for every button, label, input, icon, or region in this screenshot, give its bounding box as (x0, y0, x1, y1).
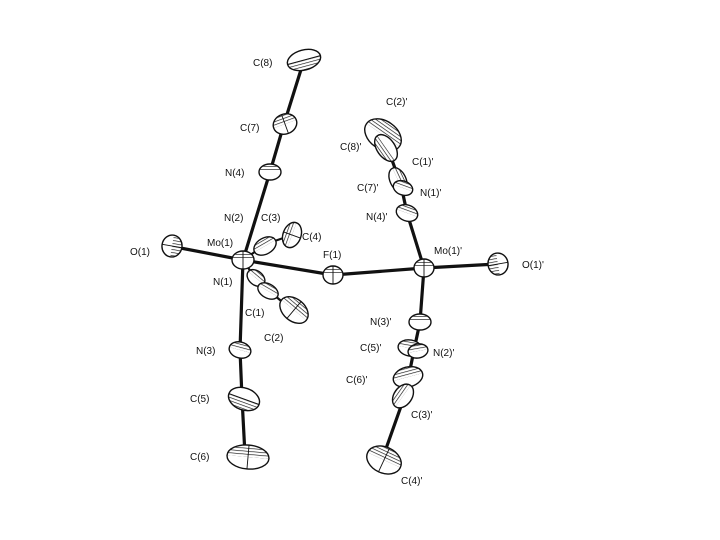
bond-f1-mo1p (331, 266, 426, 277)
label-mo1p: Mo(1)' (434, 246, 462, 257)
label-mo1: Mo(1) (207, 238, 233, 249)
atom-ellipsoid-c6 (226, 444, 270, 470)
atom-ellipsoid-c6p (392, 365, 424, 389)
atom-ellipsoid-n4 (258, 163, 282, 181)
atom-ellipsoid-n4p (395, 203, 419, 223)
label-c1: C(1) (245, 308, 264, 319)
atom-ellipsoid-mo1p (413, 258, 435, 278)
label-n1p: N(1)' (420, 188, 441, 199)
label-n3p: N(3)' (370, 317, 391, 328)
atom-ellipsoid-c3 (253, 236, 277, 256)
atom-ellipsoid-f1 (322, 265, 344, 285)
atom-ellipsoid-c1 (257, 282, 279, 300)
atom-ellipsoid-n2p (407, 343, 429, 359)
atom-ellipsoid-c4p (366, 445, 402, 475)
label-c7: C(7) (240, 123, 259, 134)
atom-ellipsoid-c3p (391, 383, 415, 409)
label-c7p: C(7)' (357, 183, 378, 194)
bond-mo1p-o1p (422, 262, 499, 270)
label-c5p: C(5)' (360, 343, 381, 354)
atom-ellipsoid-c7 (272, 113, 298, 135)
label-c4: C(4) (302, 232, 321, 243)
bond-mo1-n3 (238, 258, 245, 352)
label-c2p: C(2)' (386, 97, 407, 108)
label-n3: N(3) (196, 346, 215, 357)
label-n4p: N(4)' (366, 212, 387, 223)
label-n4: N(4) (225, 168, 244, 179)
label-c1p: C(1)' (412, 157, 433, 168)
label-c5: C(5) (190, 394, 209, 405)
atom-ellipsoid-n3p (408, 313, 432, 331)
label-n2: N(2) (224, 213, 243, 224)
atoms (161, 48, 509, 475)
atom-ellipsoid-c5 (227, 386, 261, 412)
atom-ellipsoid-o1p (487, 252, 509, 276)
atom-ellipsoid-c2 (279, 296, 309, 324)
atom-ellipsoid-n1p (392, 179, 414, 197)
label-c3: C(3) (261, 213, 280, 224)
label-c8p: C(8)' (340, 142, 361, 153)
label-f1: F(1) (323, 250, 341, 261)
bond-mo1-n2 (241, 170, 272, 262)
label-c3p: C(3)' (411, 410, 432, 421)
label-c8: C(8) (253, 58, 272, 69)
label-c4p: C(4)' (401, 476, 422, 487)
atom-ellipsoid-c8p (373, 133, 399, 163)
atom-ellipsoid-mo1 (231, 250, 255, 270)
label-c6p: C(6)' (346, 375, 367, 386)
label-n1: N(1) (213, 277, 232, 288)
label-o1: O(1) (130, 247, 150, 258)
atom-ellipsoid-c4 (281, 221, 303, 249)
atom-labels: C(8) C(7) N(4) N(2) C(3) C(4) Mo(1) O(1)… (130, 58, 544, 487)
atom-ellipsoid-o1 (161, 234, 183, 258)
label-c2: C(2) (264, 333, 283, 344)
label-o1p: O(1)' (522, 260, 544, 271)
atom-ellipsoid-n3 (228, 341, 252, 359)
label-n2p: N(2)' (433, 348, 454, 359)
atom-ellipsoid-c8 (286, 48, 322, 72)
bond-mo1-f1 (241, 258, 335, 277)
label-c6: C(6) (190, 452, 209, 463)
